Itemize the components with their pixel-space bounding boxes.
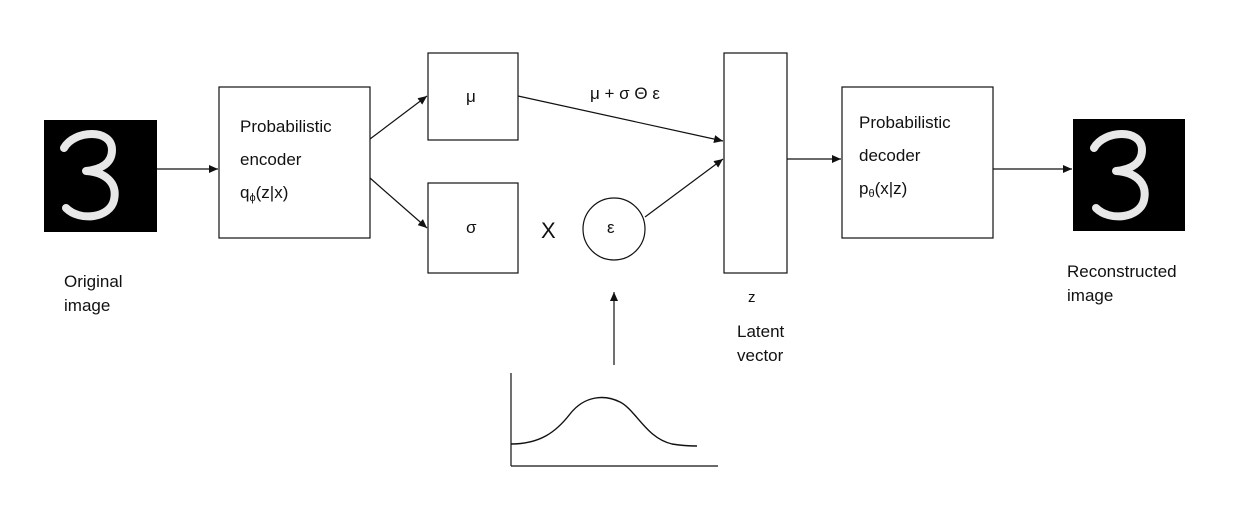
encoder-label: Probabilistic encoder qϕ(z|x) (240, 110, 332, 215)
arrow-epsilon-to-latent (645, 159, 723, 217)
arrow-encoder-to-mu (370, 96, 427, 139)
decoder-formula: pθ(x|z) (859, 172, 951, 211)
original-image-label: Original image (64, 270, 123, 318)
arrow-encoder-to-sigma (370, 178, 427, 228)
original-image (44, 120, 157, 232)
epsilon-label: ε (607, 216, 615, 240)
reparameterization-label: μ + σ Θ ε (590, 82, 660, 106)
sigma-label: σ (466, 216, 477, 240)
latent-vector-box (724, 53, 787, 273)
gaussian-distribution-plot (511, 373, 718, 466)
encoder-formula: qϕ(z|x) (240, 176, 332, 215)
mu-label: μ (466, 85, 476, 109)
latent-vector-label: Latent vector (737, 320, 784, 368)
reconstructed-image (1073, 119, 1185, 231)
latent-symbol-label: z (748, 286, 756, 310)
gaussian-curve (511, 398, 697, 446)
multiply-symbol: X (541, 219, 556, 243)
reconstructed-image-label: Reconstructed image (1067, 260, 1177, 308)
decoder-label: Probabilistic decoder pθ(x|z) (859, 106, 951, 211)
